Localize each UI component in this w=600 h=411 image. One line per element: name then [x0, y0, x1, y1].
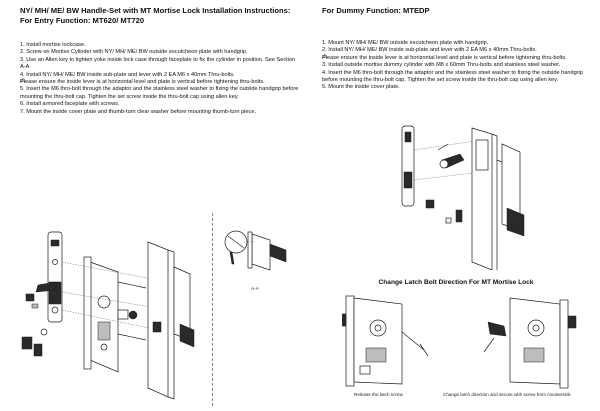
section-label: A-A [251, 286, 259, 291]
entry-function-column: NY/ MH/ ME/ BW Handle-Set with MT Mortis… [0, 0, 300, 411]
dummy-assembly-illustration [401, 125, 525, 270]
caption-release-screw: Release the latch screw [354, 392, 403, 397]
entry-instructions-title: NY/ MH/ ME/ BW Handle-Set with MT Mortis… [20, 6, 300, 26]
step-item: 7. Mount the inside cover plate and thum… [20, 108, 256, 115]
step-item: 5. Insert the M6 thro-bolt through the a… [20, 86, 299, 100]
dummy-instructions-title: For Dummy Function: MTEDP [322, 6, 430, 15]
step-item: 6. Install armored faceplate with screws… [20, 101, 120, 108]
step-item: 3. Install outside mortise dummy cylinde… [322, 62, 561, 69]
warning-text: Please ensure the inside lever is at hor… [20, 79, 265, 86]
latch-release-illustration [342, 295, 429, 387]
warning-text: Please ensure the inside lever is at hor… [322, 54, 567, 61]
entry-assembly-illustration [21, 231, 195, 400]
step-item: 1. Install mortise lockcase. [20, 42, 86, 48]
caption-change-direction: Change latch direction and secure with s… [443, 392, 571, 397]
step-item: 2. Screw on Mortise Cylinder with NY/ MH… [20, 49, 248, 56]
dummy-function-column: For Dummy Function: MTEDP 1. Mount NY/ M… [312, 0, 600, 411]
entry-steps-list: 1. Install mortise lockcase. 2. Screw on… [20, 42, 302, 116]
step-item: 3. Use an Allen key to tighten yoke insi… [20, 56, 296, 71]
step-item: 4. Install NY/ MH/ ME/ BW inside sub-pla… [20, 71, 235, 78]
title-line-1: NY/ MH/ ME/ BW Handle-Set with MT Mortis… [20, 6, 291, 15]
column-divider [212, 213, 213, 406]
dummy-steps-list: 1. Mount NY/ MH/ ME/ BW outside escutche… [322, 40, 600, 92]
section-a-a-detail [224, 230, 287, 271]
warning-note: Please ensure the inside lever is at hor… [20, 78, 302, 86]
warning-note: Please ensure the inside lever is at hor… [322, 54, 600, 62]
step-item: 1. Mount NY/ MH/ ME/ BW outside escutche… [322, 40, 489, 46]
latch-section-title: Change Latch Bolt Direction For MT Morti… [378, 279, 534, 286]
step-item: 4. Insert the M6 thro-bolt through the a… [322, 69, 583, 84]
latch-change-illustration [483, 297, 577, 389]
title-line-2: For Entry Function: MT620/ MT720 [20, 16, 145, 25]
step-item: 5. Mount the inside cover plate. [322, 84, 400, 91]
step-item: 2. Install NY/ MH/ ME/ BW inside sub-pla… [322, 47, 537, 54]
